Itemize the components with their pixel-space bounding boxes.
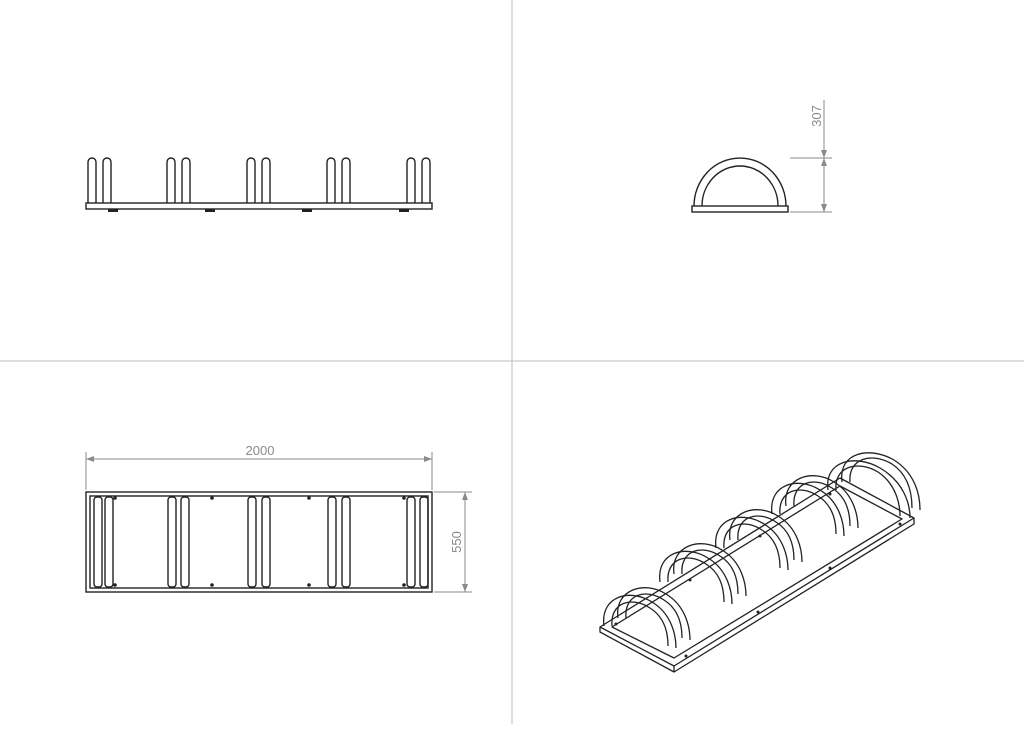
front-base-frame	[85, 202, 433, 210]
front-hoops	[87, 157, 431, 203]
height-dimension-label: 307	[809, 105, 824, 127]
length-dimension	[85, 452, 433, 490]
iso-base-side-right	[673, 518, 915, 673]
top-view	[85, 491, 433, 593]
top-anchor-holes	[113, 496, 406, 587]
side-base-frame	[691, 205, 789, 213]
front-view	[85, 157, 433, 212]
side-hoop-inner	[701, 165, 779, 207]
width-dimension-label: 550	[449, 531, 464, 553]
iso-base-inner	[611, 485, 903, 659]
side-view	[691, 157, 789, 213]
front-feet	[108, 209, 409, 212]
iso-base-top	[599, 477, 915, 667]
iso-anchor-holes	[614, 492, 902, 658]
height-dimension	[790, 100, 832, 213]
length-dimension-label: 2000	[246, 443, 275, 458]
side-hoop-outer	[693, 157, 787, 207]
isometric-view	[599, 452, 921, 673]
iso-base-side-left	[599, 627, 675, 673]
iso-hoops	[603, 452, 921, 649]
top-inner-frame	[89, 495, 429, 589]
top-hoops	[93, 496, 429, 588]
width-dimension	[434, 491, 472, 593]
top-outer-frame	[85, 491, 433, 593]
